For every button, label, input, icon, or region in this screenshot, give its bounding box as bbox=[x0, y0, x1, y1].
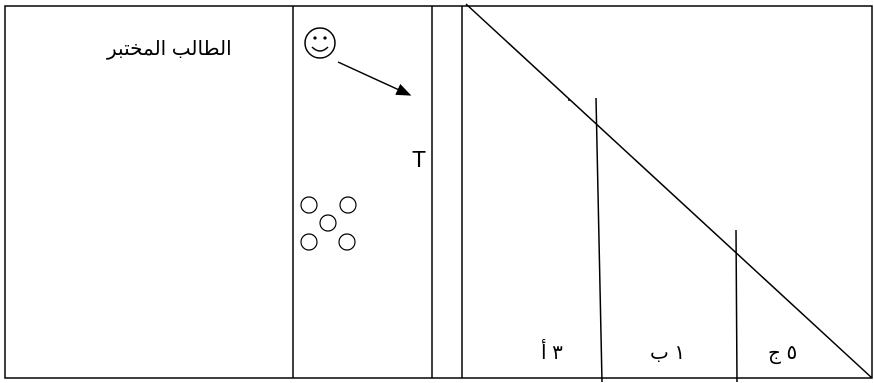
zone-divider-1 bbox=[595, 97, 603, 383]
marker-dot bbox=[568, 99, 570, 101]
t-marker-label: T bbox=[412, 146, 427, 172]
court-outline bbox=[4, 5, 873, 379]
zone-divider-2 bbox=[735, 229, 738, 383]
circle-icon bbox=[338, 233, 356, 251]
student-label: الطالب المختبر bbox=[107, 38, 232, 60]
zone-label-b: ١ ب bbox=[650, 342, 686, 364]
smiley-face-icon bbox=[304, 27, 336, 59]
circle-icon bbox=[300, 196, 318, 214]
circle-icon bbox=[300, 233, 318, 251]
diagonal-line bbox=[465, 3, 873, 379]
zone-label-c: ٥ ج bbox=[768, 342, 798, 364]
arrow-icon bbox=[337, 61, 412, 96]
zone-label-a: ٣ أ bbox=[541, 342, 563, 364]
circle-icon bbox=[339, 196, 357, 214]
players-group bbox=[300, 196, 357, 251]
circle-icon bbox=[319, 214, 337, 232]
